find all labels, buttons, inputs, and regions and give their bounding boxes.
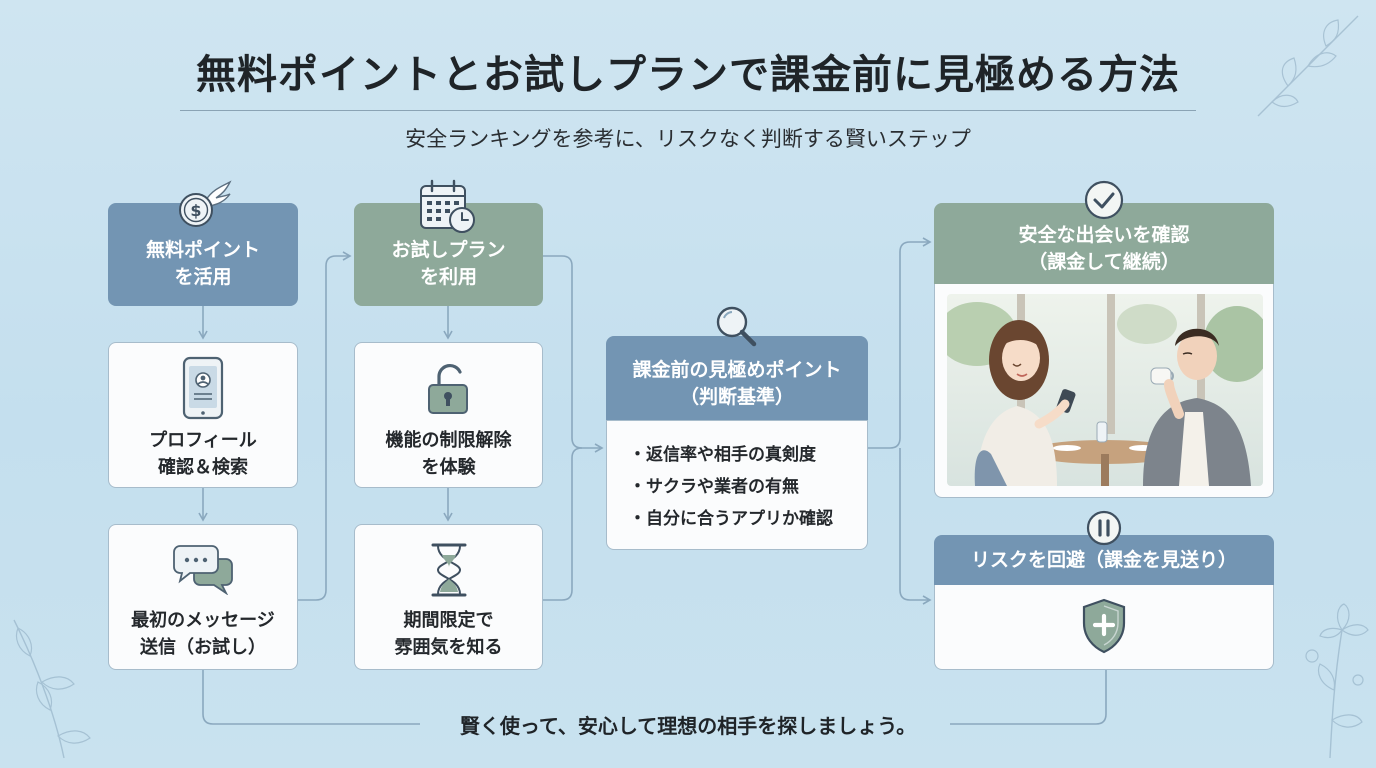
coin-wing-icon: $: [179, 180, 232, 227]
criteria-header-line2: （判断基準）: [679, 386, 794, 408]
hourglass-icon: [431, 543, 466, 597]
unlock-features-line2: を体験: [421, 457, 476, 478]
magnifier-icon: [716, 306, 757, 347]
criteria-item: ・サクラや業者の有無: [629, 477, 799, 497]
leaf-decoration-icon: [13, 619, 91, 759]
first-message-line2: 送信（お試し）: [140, 637, 266, 658]
criteria-item: ・自分に合うアプリか確認: [629, 509, 833, 529]
couple-photo-frame: [934, 284, 1274, 498]
title-divider: [180, 110, 1196, 111]
check-circle-icon: [1084, 180, 1124, 220]
trial-plan-header-line1: お試しプラン: [391, 238, 506, 261]
flower-decoration-icon: [1305, 603, 1369, 759]
page-title: 無料ポイントとお試しプランで課金前に見極める方法: [196, 51, 1180, 98]
safe-meeting-header-line2: （課金して継続）: [1028, 251, 1180, 273]
free-points-header: 無料ポイント を活用: [108, 203, 298, 306]
unlock-icon: [427, 363, 468, 414]
risk-avoid-header-text: リスクを回避（課金を見送り）: [970, 548, 1237, 571]
smartphone-profile-icon: [182, 356, 224, 420]
risk-avoid-card: [934, 585, 1274, 670]
safe-meeting-header-line1: 安全な出会いを確認: [1018, 224, 1190, 246]
footer-message: 賢く使って、安心して理想の相手を探しましょう。: [459, 714, 917, 738]
trial-plan-header-line2: を利用: [419, 265, 477, 288]
criteria-header-line1: 課金前の見極めポイント: [632, 359, 842, 381]
free-points-header-line1: 無料ポイント: [145, 238, 260, 261]
unlock-features-line1: 機能の制限解除: [385, 430, 512, 451]
criteria-item: ・返信率や相手の真剣度: [629, 445, 816, 465]
limited-period-card: 期間限定で 雰囲気を知る: [354, 524, 543, 670]
svg-text:$: $: [190, 201, 201, 220]
first-message-line1: 最初のメッセージ: [131, 610, 275, 631]
limited-period-line1: 期間限定で: [403, 610, 494, 631]
profile-search-line2: 確認＆検索: [158, 457, 248, 478]
free-points-header-line2: を活用: [174, 265, 232, 288]
couple-cafe-illustration: [947, 294, 1263, 486]
leaf-decoration-icon: [1257, 15, 1359, 117]
limited-period-line2: 雰囲気を知る: [394, 637, 503, 658]
shield-plus-icon: [1082, 598, 1126, 654]
criteria-list: ・返信率や相手の真剣度 ・サクラや業者の有無 ・自分に合うアプリか確認: [606, 420, 868, 550]
page-subtitle: 安全ランキングを参考に、リスクなく判断する賢いステップ: [405, 127, 971, 151]
profile-search-line1: プロフィール: [149, 430, 257, 451]
profile-search-card: プロフィール 確認＆検索: [108, 342, 298, 488]
first-message-card: 最初のメッセージ 送信（お試し）: [108, 524, 298, 670]
criteria-header: 課金前の見極めポイント （判断基準）: [606, 336, 868, 420]
calendar-clock-icon: [420, 179, 475, 233]
unlock-features-card: 機能の制限解除 を体験: [354, 342, 543, 488]
pause-circle-icon: [1086, 510, 1122, 546]
chat-bubbles-icon: [173, 545, 233, 595]
